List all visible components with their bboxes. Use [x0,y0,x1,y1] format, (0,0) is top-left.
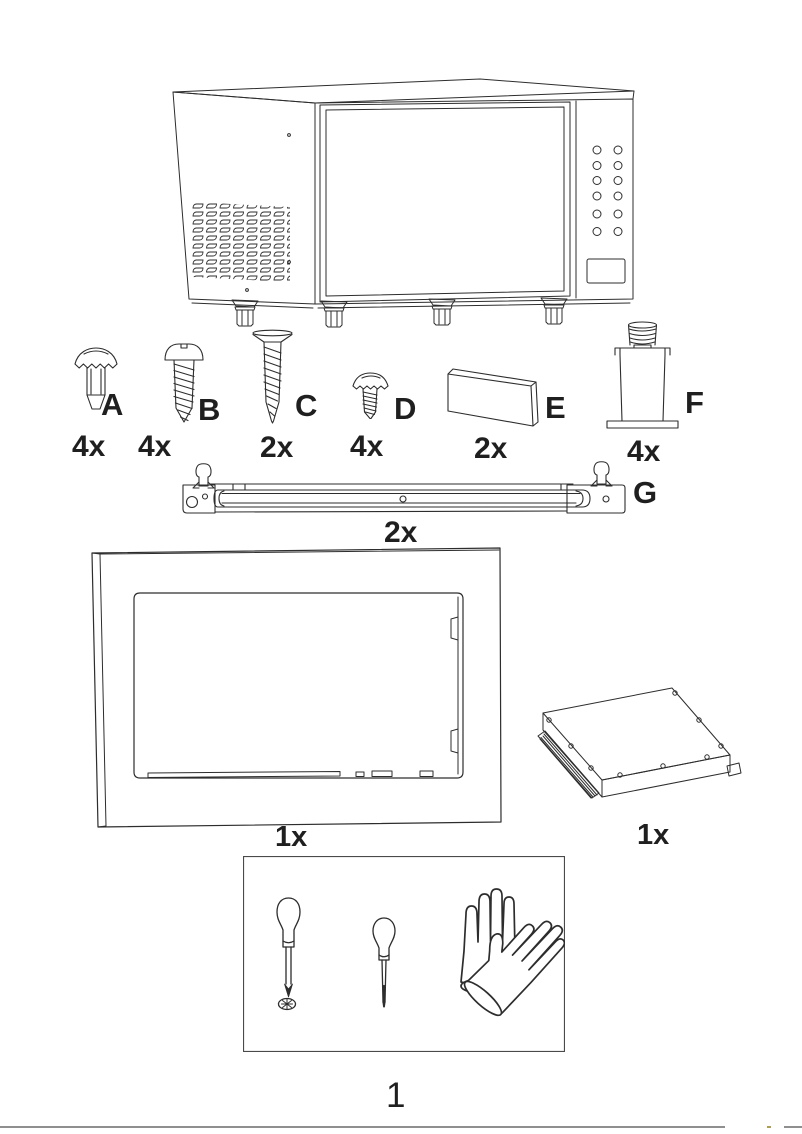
part-qty-d: 4x [350,430,384,463]
duct-panel-qty: 1x [637,819,670,851]
control-buttons [592,145,623,236]
part-qty-g: 2x [384,516,418,549]
gloves-icon [460,888,565,1017]
part-label-f: F [685,385,704,420]
part-qty-b: 4x [138,430,172,463]
part-qty-c: 2x [260,431,294,464]
part-label-c: C [295,388,318,423]
part-g-rail-illustration [182,461,626,514]
part-label-d: D [394,391,417,426]
flat-screwdriver-icon [372,917,396,1008]
footer-rule-dot [767,1126,771,1128]
trim-frame-illustration [91,547,502,828]
part-f-foot-illustration [606,321,679,429]
part-b-screw-illustration [164,343,204,423]
trim-frame-qty: 1x [275,821,308,853]
footer-rule-end [784,1126,802,1128]
vent-grid [192,202,290,282]
microwave-oven-illustration [172,78,635,328]
part-e-spacer-illustration [447,368,539,427]
phillips-screwdriver-icon [276,897,301,1011]
part-qty-f: 4x [627,435,661,468]
part-label-g: G [633,475,658,510]
tools-box-illustration [243,856,565,1052]
part-d-screw-illustration [352,372,389,420]
part-qty-a: 4x [72,430,106,463]
part-qty-e: 2x [474,432,508,465]
page-number: 1 [386,1076,406,1115]
part-a-screw-illustration [74,347,118,410]
part-label-a: A [101,387,124,422]
part-label-e: E [545,390,566,425]
footer-rule [0,1126,725,1128]
duct-screws [546,690,724,778]
duct-panel-illustration [537,687,742,799]
part-label-b: B [198,392,221,427]
tools-box-border [243,856,565,1052]
door-handle-recess [586,258,626,284]
microwave-front [314,98,634,305]
microwave-door [319,101,571,303]
part-c-screw-illustration [252,329,293,424]
